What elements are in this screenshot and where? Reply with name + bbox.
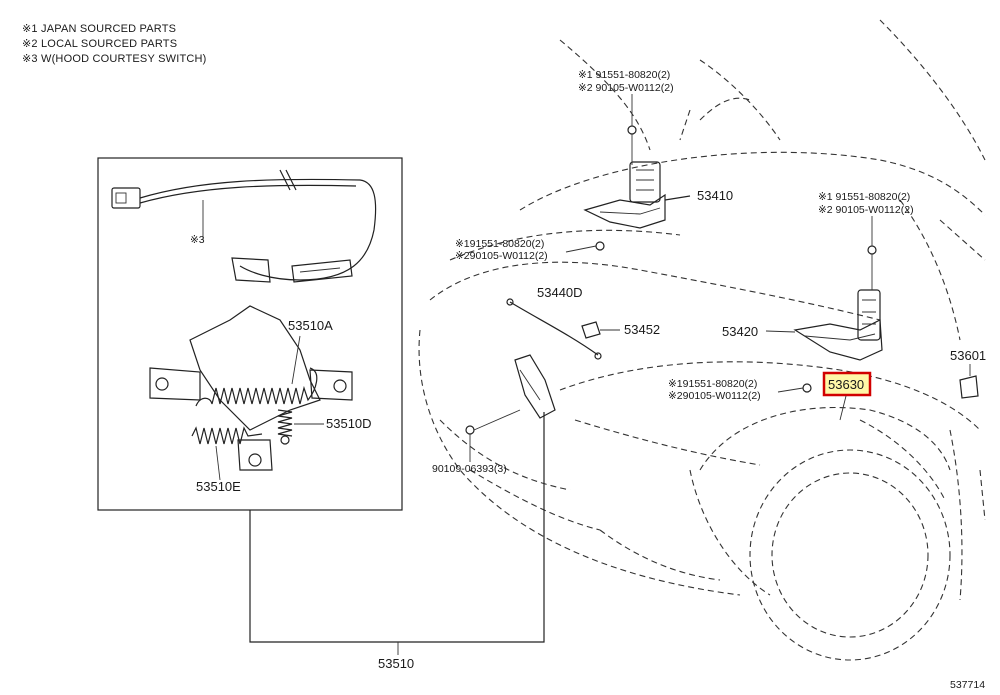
assembly-bracket — [249, 412, 545, 643]
bolt-callout-left-2[interactable]: ※290105-W0112(2) — [455, 250, 548, 262]
part-label-53440D[interactable]: 53440D — [537, 285, 583, 300]
hood-lock-installed — [465, 354, 556, 435]
hood-courtesy-switch — [111, 169, 377, 283]
highlight-box-53630 — [822, 371, 872, 397]
hood-hinge-right — [793, 245, 883, 361]
part-label-53601[interactable]: 53601 — [950, 348, 986, 363]
vehicle-outline — [418, 19, 986, 661]
bolt-callout-right-2[interactable]: ※2 90105-W0112(2) — [818, 204, 914, 216]
part-label-53420[interactable]: 53420 — [722, 324, 758, 339]
part-label-53510A[interactable]: 53510A — [288, 318, 333, 333]
bolt-callout-middle-2[interactable]: ※290105-W0112(2) — [668, 390, 761, 402]
bolt-callout-middle-1[interactable]: ※191551-80820(2) — [668, 378, 757, 390]
note-hood-courtesy-switch: ※3 W(HOOD COURTESY SWITCH) — [22, 53, 207, 65]
part-label-53510[interactable]: 53510 — [378, 656, 414, 671]
hood-hinge-left — [583, 125, 691, 229]
hood-support-rod — [506, 298, 602, 360]
bolt-callout-right-1[interactable]: ※1 91551-80820(2) — [818, 191, 910, 203]
bolt-callout-top-2[interactable]: ※2 90105-W0112(2) — [578, 82, 674, 94]
note-japan-sourced: ※1 JAPAN SOURCED PARTS — [22, 23, 176, 35]
part-label-53410[interactable]: 53410 — [697, 188, 733, 203]
part-label-53452[interactable]: 53452 — [624, 322, 660, 337]
part-label-53510E[interactable]: 53510E — [196, 479, 241, 494]
bolt-callout-left-1[interactable]: ※191551-80820(2) — [455, 238, 544, 250]
bolt-callout-top-1[interactable]: ※1 91551-80820(2) — [578, 69, 670, 81]
part-label-90109[interactable]: 90109-06393(3) — [432, 463, 507, 475]
note-local-sourced: ※2 LOCAL SOURCED PARTS — [22, 38, 177, 50]
inset-callout-3: ※3 — [190, 234, 205, 246]
hood-lock-switch — [959, 375, 979, 399]
diagram-id: 537714 — [950, 679, 985, 691]
hood-lock-assembly-detail — [149, 305, 353, 471]
part-label-53510D[interactable]: 53510D — [326, 416, 372, 431]
part-label-53630[interactable]: 53630 — [828, 377, 864, 392]
support-rod-holder — [581, 321, 601, 339]
